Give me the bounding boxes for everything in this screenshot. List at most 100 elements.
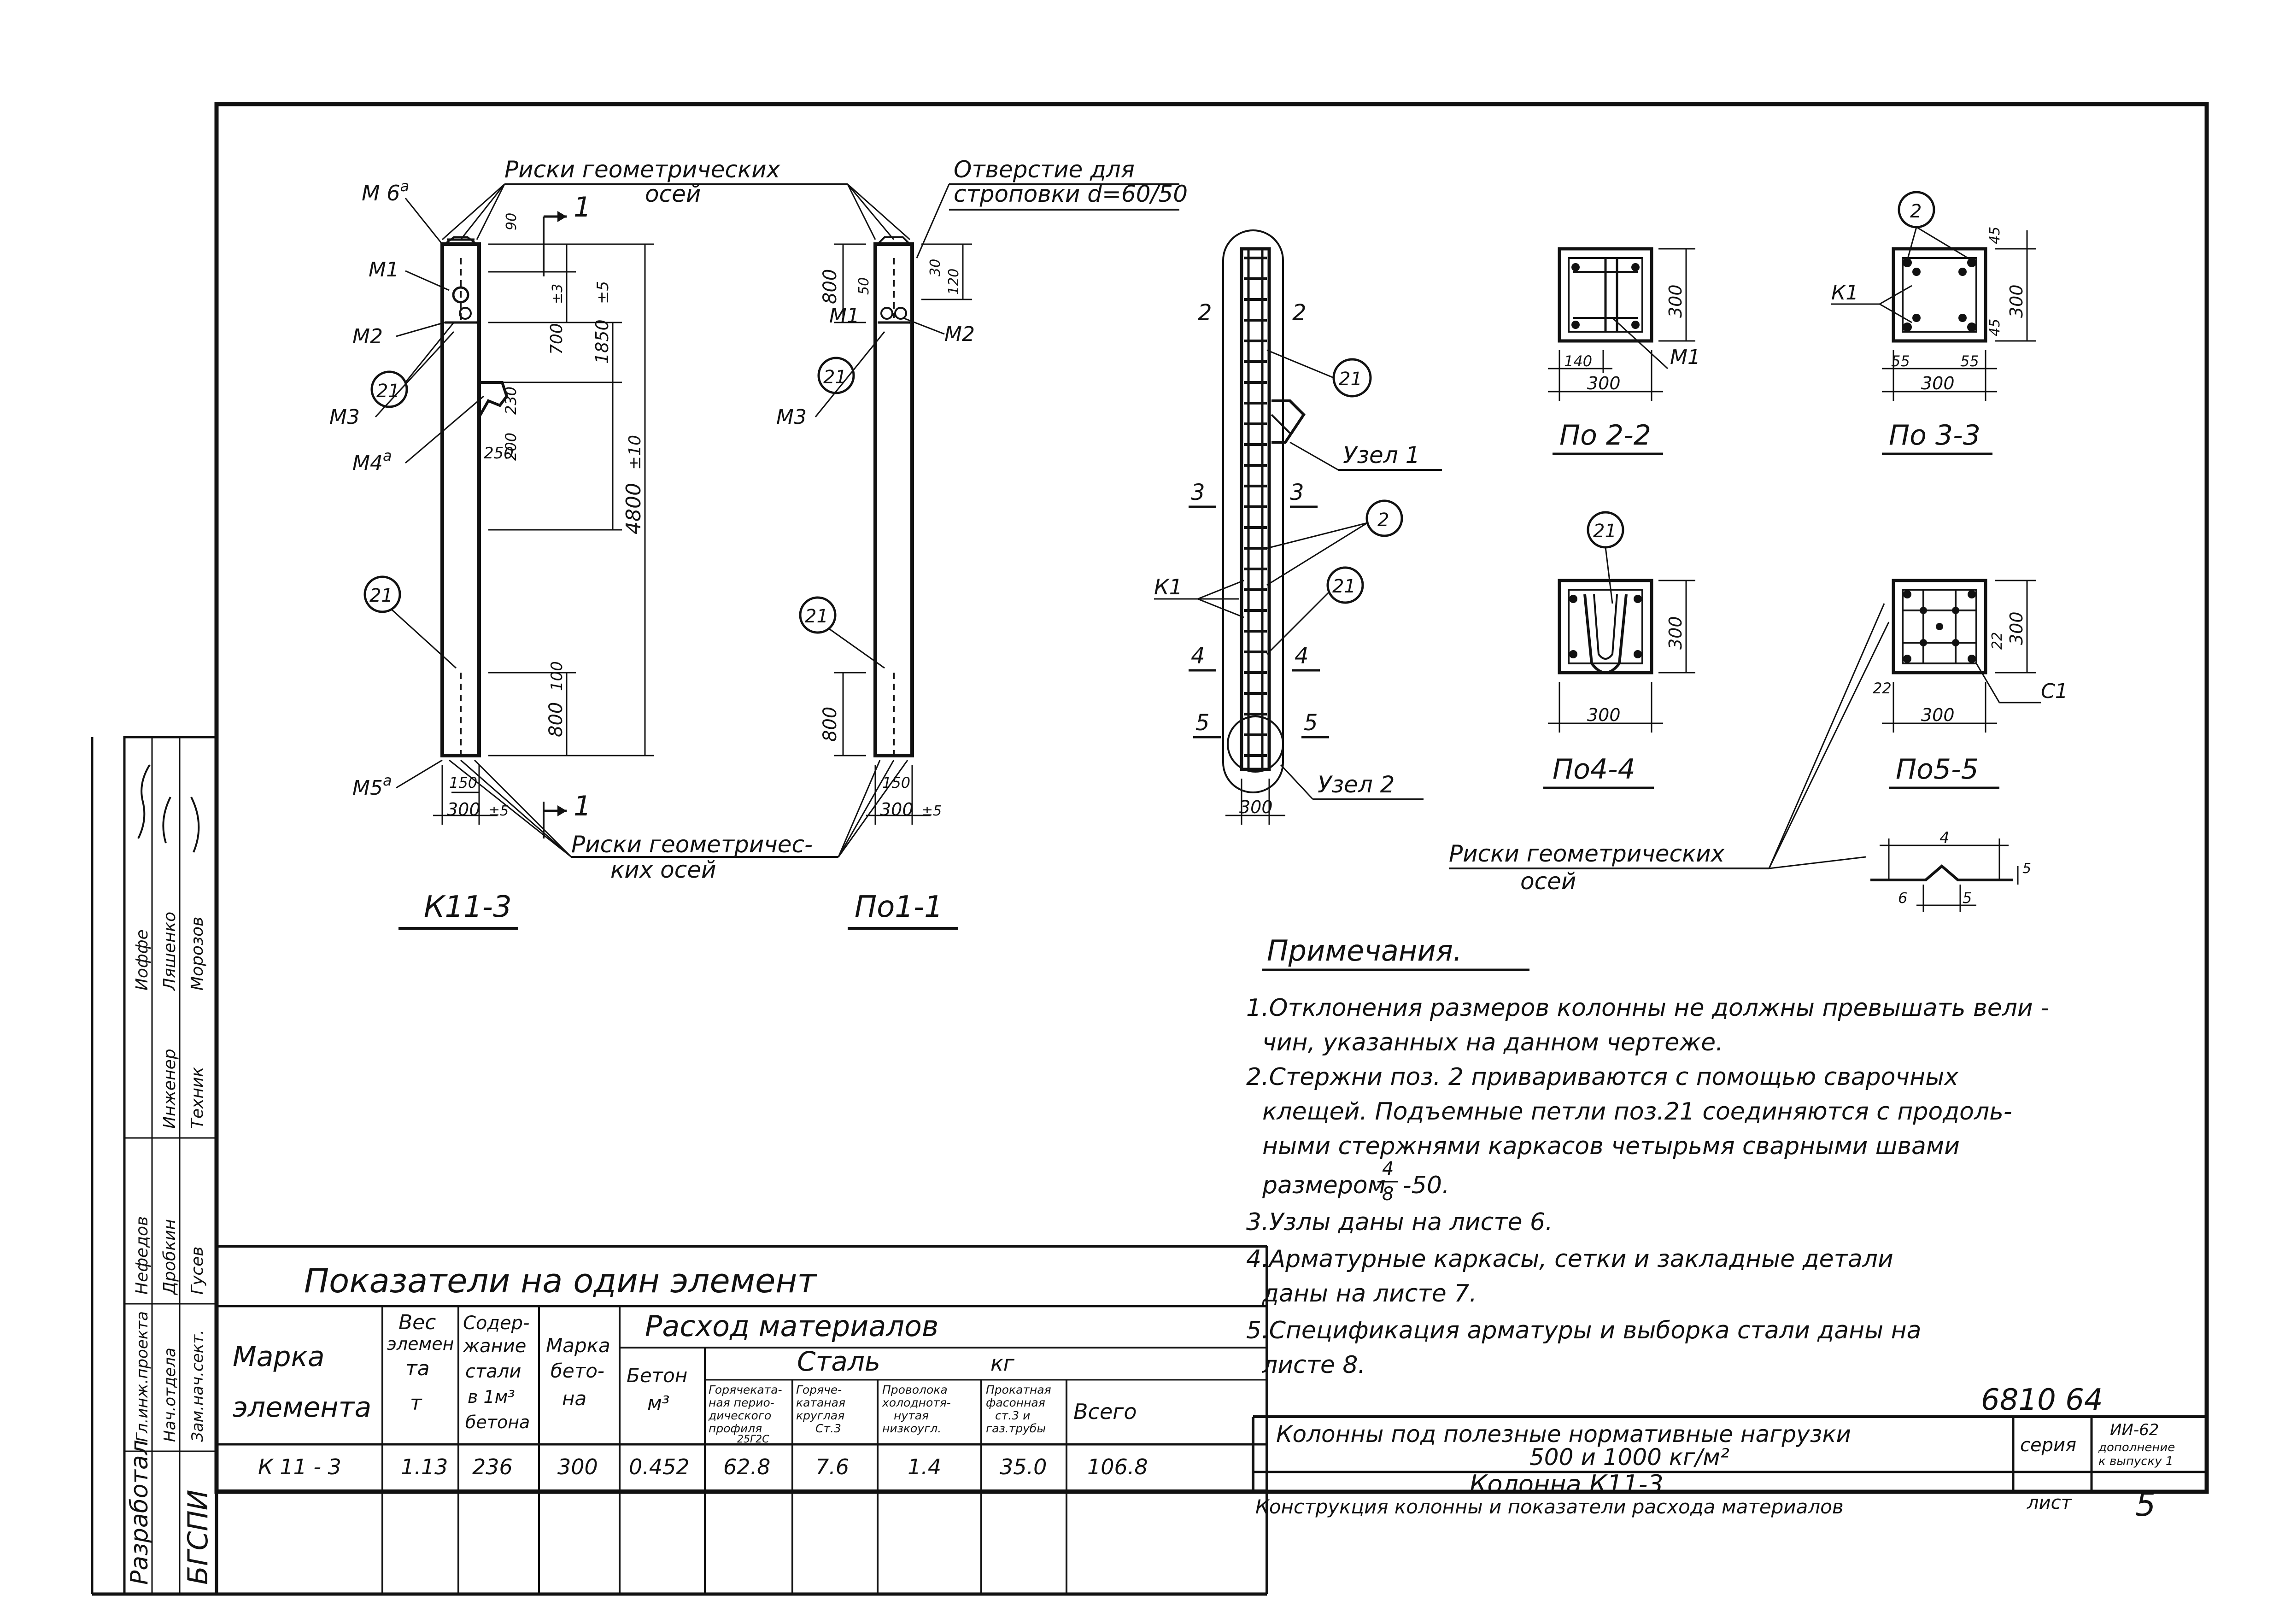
th-soderzh-5: бетона — [465, 1412, 530, 1432]
notes-title: Примечания. — [1267, 934, 1462, 967]
stamp-name-5: Гусев — [188, 1246, 207, 1295]
mark-m2-po11: М2 — [944, 322, 975, 346]
mark-m1-22: М1 — [1670, 346, 1700, 369]
note-line-4: клещей. Подъемные петли поз.21 соединяют… — [1262, 1098, 2012, 1126]
stamp-name-3: Дробкин — [160, 1219, 179, 1296]
dim-5-risk-v: 5 — [2022, 861, 2031, 877]
note-line-10: 5.Спецификация арматуры и выборка стали … — [1246, 1317, 1922, 1344]
tb-list-label: лист — [2027, 1492, 2073, 1513]
th-soderzh-4: в 1м³ — [468, 1387, 515, 1407]
th-beton-mark-2: бето- — [551, 1360, 604, 1382]
mark-m1-po11: М1 — [829, 304, 860, 328]
th-ves-1: Вес — [398, 1311, 436, 1334]
tb-name: Колонна К11-3 — [1470, 1470, 1664, 1499]
th-beton-mark-1: Марка — [546, 1334, 610, 1357]
tb-project-2: 500 и 1000 кг/м² — [1529, 1444, 1729, 1471]
sec-3-left: 3 — [1191, 480, 1205, 505]
dim-45-bottom: 45 — [1987, 319, 2003, 336]
stamp-name2-2: Ляшенко — [160, 912, 179, 991]
dim-6-risk: 6 — [1898, 889, 1907, 907]
th-sub-4-4: газ.трубы — [986, 1422, 1046, 1435]
view-title-po-4-4: По4-4 — [1553, 753, 1635, 786]
section-1-bottom: 1 — [574, 790, 591, 822]
section-1-top: 1 — [574, 191, 591, 223]
dim-120: 120 — [946, 269, 962, 295]
sec-2-left: 2 — [1198, 300, 1212, 326]
dim-300-55-h: 300 — [1921, 705, 1955, 725]
dim-300-k11: 300 — [447, 799, 480, 820]
indicators-table: Показатели на один элемент Марка элемент… — [217, 1245, 1268, 1594]
th-sub-2-4: Ст.3 — [815, 1422, 841, 1435]
dim-700: 700 — [547, 323, 566, 355]
dim-800-left: 800 — [545, 702, 567, 737]
view-title-po-2-2: По 2-2 — [1559, 419, 1651, 451]
tb-seria-1: ИИ-62 — [2110, 1421, 2159, 1439]
th-sub-3-2: холоднотя- — [882, 1396, 951, 1409]
td-ves: 1.13 — [401, 1454, 448, 1479]
th-beton-mark-3: на — [562, 1387, 586, 1410]
mark-m6a: М 6а — [362, 177, 409, 205]
note-line-3: 2.Стержни поз. 2 привариваются с помощью… — [1246, 1063, 1959, 1091]
dim-250: 250 — [484, 444, 514, 463]
label-risks-right-2: осей — [1520, 868, 1576, 895]
note-line-7: 3.Узлы даны на листе 6. — [1246, 1208, 1553, 1236]
th-sub-1-2: ная перио- — [709, 1396, 774, 1409]
td-stal-4: 35.0 — [1000, 1454, 1047, 1479]
dim-300-33-v: 300 — [2006, 284, 2027, 318]
label-risks-bottom-1: Риски геометричес- — [571, 831, 813, 858]
label-uzel2: Узел 2 — [1318, 771, 1395, 798]
risk-detail: 4 5 6 5 — [1870, 829, 2031, 912]
pos-21-k11-top: 21 — [376, 381, 400, 402]
note-frac-den: 8 — [1382, 1184, 1394, 1205]
dim-tol10: ±10 — [626, 435, 645, 470]
tb-seria-label: серия — [2020, 1435, 2076, 1456]
dim-5-risk-h: 5 — [1963, 889, 1972, 907]
side-stamp: БГСПИ Разработал Гл.инж.проекта Нач.отде… — [123, 736, 218, 1595]
column-k11-3-elevation: 1 1 4800 ±10 1850 ±5 700 ±3 800 100 230 — [329, 177, 654, 930]
dim-300-33-h: 300 — [1921, 373, 1955, 393]
mark-k1-33: К1 — [1831, 281, 1858, 305]
note-line-11: листе 8. — [1262, 1351, 1365, 1379]
th-rashod: Расход материалов — [645, 1309, 938, 1343]
pos-2-cage: 2 — [1377, 510, 1389, 531]
dim-800-po11-bottom: 800 — [820, 707, 841, 742]
tb-seria-3: к выпуску 1 — [2098, 1454, 2173, 1468]
view-title-k11-3: К11-3 — [424, 890, 512, 924]
dim-30: 30 — [927, 259, 943, 276]
sec-4-right: 4 — [1295, 643, 1309, 669]
pos-21-k11-bottom: 21 — [369, 585, 393, 606]
td-marka: К 11 - 3 — [258, 1454, 341, 1479]
label-risks-top-1: Риски геометрических — [504, 156, 780, 183]
th-sub-3-4: низкоугл. — [882, 1422, 941, 1435]
td-vsego: 106.8 — [1087, 1454, 1148, 1479]
note-line-2: чин, указанных на данном чертеже. — [1262, 1029, 1723, 1056]
view-title-po-5-5: По5-5 — [1896, 753, 1979, 786]
mark-m2-k11: М2 — [352, 325, 383, 348]
stamp-signatures — [137, 764, 200, 853]
td-stal-3: 1.4 — [908, 1454, 941, 1479]
tb-seria-2: дополнение — [2098, 1441, 2175, 1454]
note-line-5: ными стержнями каркасов четырьмя сварным… — [1262, 1132, 1960, 1160]
th-sub-2-1: Горяче- — [796, 1383, 842, 1396]
mark-c1: С1 — [2041, 680, 2068, 703]
mark-m3-po11: М3 — [776, 405, 807, 429]
th-marka: Марка — [233, 1341, 325, 1373]
leader-risks-right: Риски геометрических осей — [1449, 603, 1890, 895]
td-stal-1: 62.8 — [723, 1454, 770, 1479]
stamp-org: БГСПИ — [182, 1490, 214, 1585]
dim-230: 230 — [502, 387, 520, 415]
th-sub-1-3: дического — [708, 1409, 771, 1422]
th-beton-2: м³ — [647, 1392, 670, 1414]
dim-300-22-v: 300 — [1665, 284, 1686, 318]
note-line-1: 1.Отклонения размеров колонны не должны … — [1246, 994, 2049, 1022]
stamp-role2-1: Инженер — [160, 1049, 179, 1129]
note-line-6: размером — [1262, 1172, 1386, 1199]
th-soderzh-1: Содер- — [463, 1313, 530, 1334]
th-marka-2: элемента — [233, 1391, 371, 1424]
sec-5-left: 5 — [1195, 710, 1210, 736]
dim-22-h: 22 — [1873, 680, 1892, 697]
th-sub-3-3: нутая — [894, 1409, 929, 1422]
leader-otverstie: Отверстие для строповки d=60/50 — [916, 156, 1188, 258]
dim-50: 50 — [856, 277, 872, 295]
